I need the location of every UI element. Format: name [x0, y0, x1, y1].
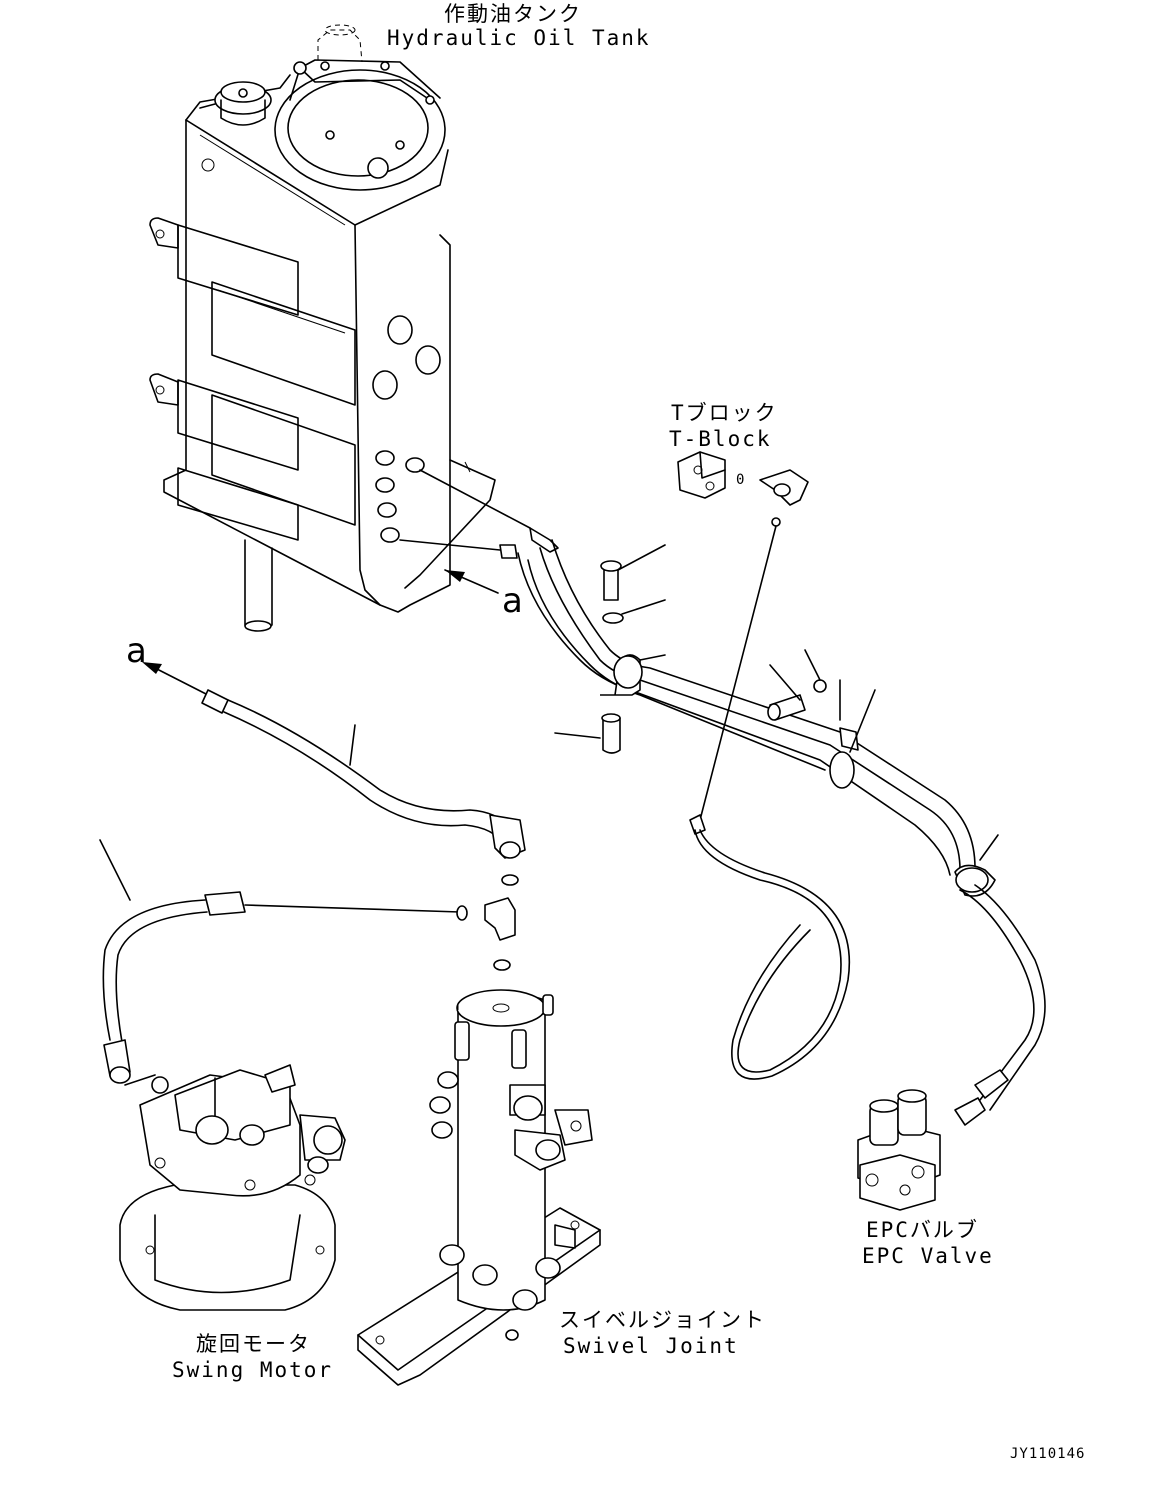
swing-motor	[119, 1064, 346, 1311]
swing-motor-label-en: Swing Motor	[172, 1358, 334, 1382]
view-reference-a-2: a	[126, 631, 147, 671]
t-block-label-en: T-Block	[669, 427, 772, 451]
swing-motor-hose	[99, 839, 468, 1086]
hydraulic-oil-tank-label-jp: 作動油タンク	[444, 2, 582, 26]
epc-valve	[857, 1069, 1009, 1211]
swivel-joint-label-en: Swivel Joint	[563, 1334, 739, 1358]
clamp-assembly-2	[767, 649, 999, 897]
epc-pilot-hose	[689, 814, 1046, 1111]
hose-a	[142, 662, 526, 859]
swivel-joint-label-jp: スイベルジョイント	[559, 1308, 766, 1332]
tee-fitting	[484, 874, 519, 971]
epc-valve-label-jp: EPCバルブ	[866, 1218, 979, 1242]
swing-motor-label-jp: 旋回モータ	[196, 1332, 311, 1356]
drawing-number: JY110146	[1010, 1446, 1086, 1462]
hydraulic-oil-tank	[149, 24, 499, 632]
t-block	[677, 451, 809, 821]
hydraulic-oil-tank-label-en: Hydraulic Oil Tank	[387, 26, 651, 50]
swivel-joint	[357, 989, 601, 1386]
view-reference-a-1: a	[502, 581, 523, 621]
t-block-label-jp: Tブロック	[671, 401, 778, 425]
epc-valve-label-en: EPC Valve	[862, 1244, 994, 1268]
tank-hoses	[399, 469, 976, 876]
o-ring-mark: 0	[736, 472, 746, 488]
clamp-assembly-1	[554, 544, 666, 754]
